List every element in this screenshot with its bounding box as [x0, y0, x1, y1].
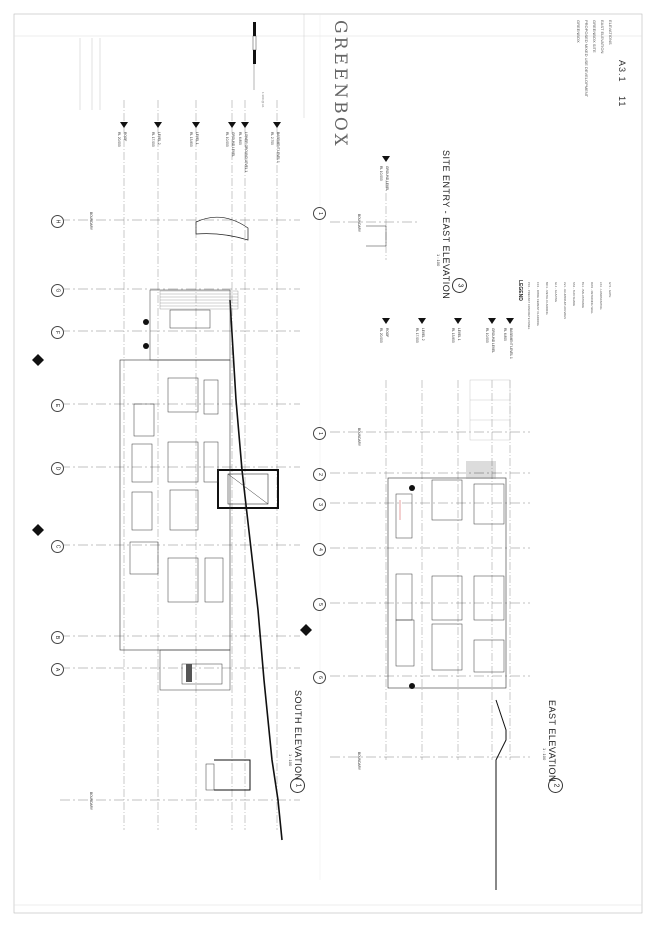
drawing-title: ELEVATIONS [608, 20, 613, 45]
boundary-label: BOUNDARY [357, 214, 361, 233]
legend-title: LEGEND [517, 280, 523, 301]
level-marker [488, 318, 496, 324]
level-name: LOWER GROUND LEVEL 1 [244, 132, 248, 173]
level-marker [418, 318, 426, 324]
level-name: GROUND LEVEL [491, 328, 495, 353]
south-elevation [60, 100, 300, 841]
legend-item: LV1 - ALUMINIUM LOUVRES [563, 282, 567, 319]
project-info-line: GREENBOX SITE [592, 20, 597, 53]
view-scale-south: 1 : 100 [288, 754, 293, 767]
east-elevation [330, 379, 530, 890]
scale-bar [252, 22, 257, 90]
view-number-bubble: 2 [548, 778, 563, 793]
grid-bubble: 2 [312, 467, 326, 481]
level-rl: RL 2.700 [270, 132, 274, 145]
level-rl: RL 10.000 [225, 132, 229, 147]
boundary-label: BOUNDARY [357, 752, 361, 771]
grid-bubble: E [50, 398, 64, 412]
level-rl: RL 6.800 [503, 328, 507, 341]
view-scale-site-entry: 1 : 100 [436, 254, 441, 267]
grid-bubble: 1 [312, 206, 326, 220]
level-rl: RL 20.000 [117, 132, 121, 147]
level-marker [120, 122, 128, 128]
level-marker [192, 122, 200, 128]
boundary-label: BOUNDARY [89, 212, 93, 231]
level-rl: RL 13.800 [189, 132, 193, 147]
view-title-south: SOUTH ELEVATION [293, 690, 303, 781]
level-name: GROUND LEVEL [231, 132, 235, 157]
boundary-label: BOUNDARY [89, 792, 93, 811]
level-rl: RL 20.000 [379, 328, 383, 343]
view-scale-east: 1 : 100 [542, 748, 547, 761]
level-name: ROOF [123, 132, 127, 142]
legend-item: MC1 - METAL CLADDING [545, 282, 549, 315]
legend-item: GT1 - GATE [608, 282, 612, 298]
level-name: BASEMENT LEVEL 1 [276, 132, 280, 163]
grid-bubble: 5 [312, 597, 326, 611]
level-rl: RL 6.800 [238, 132, 242, 145]
view-number-bubble: 1 [290, 778, 305, 793]
revision-number: 11 [617, 96, 627, 108]
level-name: LEVEL 1 [195, 132, 199, 145]
project-info-line: GREENBOX [576, 20, 581, 43]
project-info-line: EAST ELEVATION [600, 20, 605, 54]
scale-label: 1:100 @ A1 [261, 92, 265, 108]
legend-item: GL1 - GLAZING [554, 282, 558, 303]
grid-bubble: A [50, 662, 64, 676]
grid-bubble: F [50, 325, 64, 339]
level-rl: RL 10.000 [485, 328, 489, 343]
revision-table [79, 38, 101, 110]
level-name: BASEMENT LEVEL 1 [509, 328, 513, 359]
legend-item: BL1 - BALUSTRADE [581, 282, 585, 309]
section-marker [32, 354, 312, 636]
level-name: LEVEL 2 [157, 132, 161, 145]
level-marker [506, 318, 514, 324]
grid-bubble: H [50, 214, 64, 228]
grid-bubble: B [50, 630, 64, 644]
level-marker [382, 156, 390, 162]
sheet-border [13, 13, 643, 914]
project-info-line: PROPOSED MIXED USE DEVELOPMENT [584, 20, 589, 98]
sheet-number: A3.1 [617, 60, 627, 83]
view-number-bubble: 3 [452, 278, 467, 293]
level-marker [241, 122, 249, 128]
grid-bubble: D [50, 461, 64, 475]
grid-bubble: 3 [312, 497, 326, 511]
legend-item: PC1 - PRECAST CONCRETE PANEL [527, 282, 531, 330]
level-marker [382, 318, 390, 324]
site-entry-elevation [330, 180, 420, 260]
grid-bubble: 4 [312, 542, 326, 556]
level-name: LEVEL 1 [457, 328, 461, 341]
grid-bubble: 6 [312, 670, 326, 684]
level-rl: RL 17.000 [151, 132, 155, 147]
legend-item: LS1 - LANDSCAPING [599, 282, 603, 310]
legend-item: RW1 - RETAINING WALL [590, 282, 594, 314]
level-marker [154, 122, 162, 128]
legend-item: FC1 - FIBRE CEMENT CLADDING [536, 282, 540, 326]
grid-bubble: 1 [312, 426, 326, 440]
level-name: LEVEL 2 [421, 328, 425, 341]
view-title-site-entry: SITE ENTRY - EAST ELEVATION [441, 150, 451, 300]
level-marker [454, 318, 462, 324]
legend-item: SS1 - SUN SHADE [572, 282, 576, 307]
grid-bubble: C [50, 539, 64, 553]
view-title-east: EAST ELEVATION [547, 700, 557, 783]
company-logo: GREENBOX [330, 20, 350, 149]
level-rl: RL 17.000 [415, 328, 419, 343]
level-rl: RL 13.800 [451, 328, 455, 343]
level-marker [228, 122, 236, 128]
level-name: ROOF [385, 328, 389, 338]
level-name: GROUND LEVEL [385, 166, 389, 191]
level-rl: RL 10.000 [379, 166, 383, 181]
grid-bubble: G [50, 283, 64, 297]
boundary-label: BOUNDARY [357, 428, 361, 447]
level-marker [273, 122, 281, 128]
